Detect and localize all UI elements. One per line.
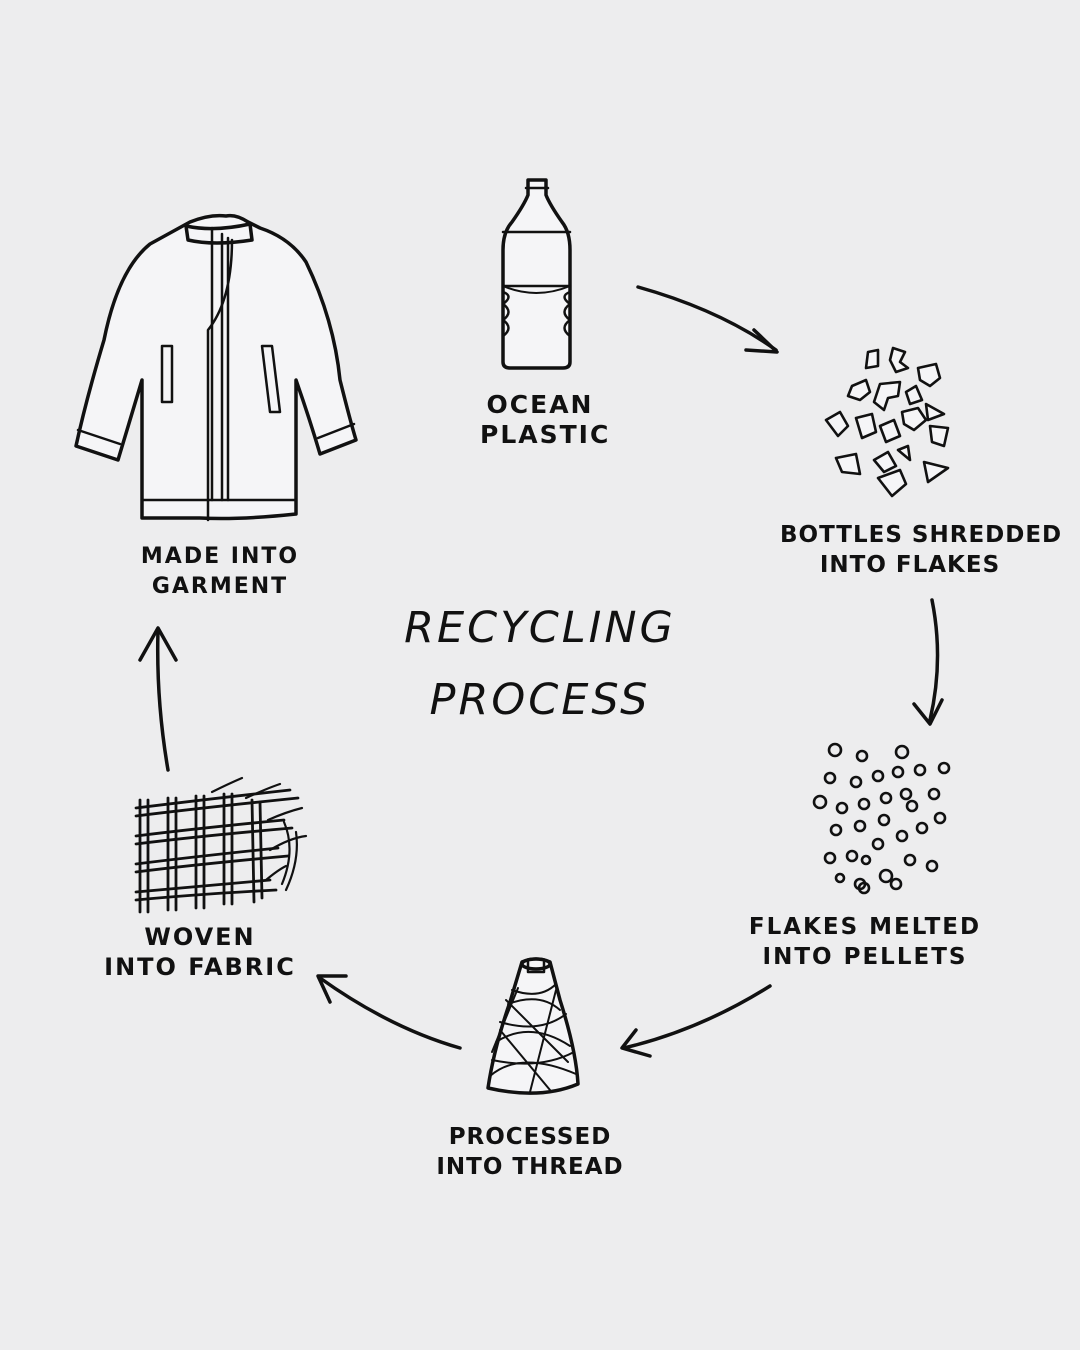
step-label-line: PROCESSED bbox=[448, 1124, 612, 1150]
arrow-flakes-to-pellets bbox=[928, 598, 940, 722]
bottle-icon bbox=[501, 178, 572, 370]
step-label-line: INTO THREAD bbox=[436, 1154, 624, 1180]
step-label-line: OCEAN bbox=[486, 390, 594, 419]
step-label-line: GARMENT bbox=[151, 574, 289, 599]
title-line-2: PROCESS bbox=[429, 675, 651, 725]
arrow-thread-to-fabric bbox=[318, 976, 462, 1050]
step-label-line: BOTTLES SHREDDED bbox=[780, 522, 1063, 548]
step-label-line: MADE INTO bbox=[140, 544, 300, 569]
step-label-thread: PROCESSED INTO THREAD bbox=[430, 1122, 630, 1182]
woven-fabric-icon bbox=[134, 776, 308, 914]
step-label-garment: MADE INTO GARMENT bbox=[120, 542, 320, 602]
step-label-melted-pellets: FLAKES MELTED INTO PELLETS bbox=[740, 912, 990, 972]
arrow-pellets-to-thread bbox=[622, 984, 772, 1050]
step-label-line: INTO PELLETS bbox=[762, 944, 968, 970]
arrow-bottle-to-flakes bbox=[636, 285, 778, 352]
step-label-line: PLASTIC bbox=[480, 420, 611, 449]
flakes-icon bbox=[824, 346, 950, 498]
step-label-fabric: WOVEN INTO FABRIC bbox=[100, 922, 300, 982]
step-label-shredded-flakes: BOTTLES SHREDDED INTO FLAKES bbox=[780, 520, 1063, 580]
step-label-line: INTO FLAKES bbox=[819, 552, 1001, 578]
step-label-line: FLAKES MELTED bbox=[748, 914, 982, 940]
step-label-line: INTO FABRIC bbox=[104, 953, 296, 981]
jacket-icon bbox=[74, 213, 358, 522]
thread-cone-icon bbox=[486, 957, 580, 1095]
cycle-arrows bbox=[138, 285, 944, 1058]
diagram-title: RECYCLING PROCESS bbox=[390, 592, 690, 736]
step-label-line: WOVEN bbox=[144, 923, 256, 951]
arrow-fabric-to-garment bbox=[155, 628, 170, 772]
step-label-ocean-plastic: OCEAN PLASTIC bbox=[480, 390, 611, 450]
pellets-icon bbox=[812, 742, 951, 895]
title-line-1: RECYCLING bbox=[404, 603, 676, 653]
